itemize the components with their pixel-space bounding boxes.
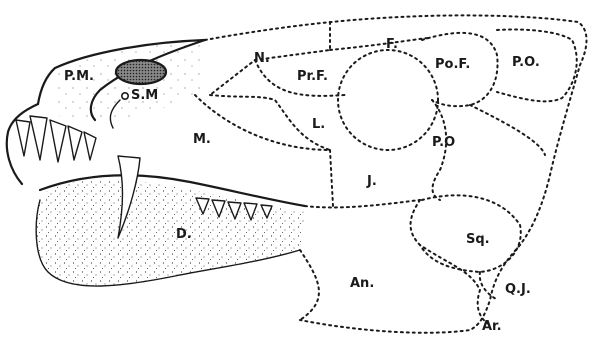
label-maxilla: M. <box>193 132 211 147</box>
label-premaxilla: P.M. <box>64 69 94 84</box>
upper-tooth <box>30 116 47 160</box>
external-naris <box>116 60 166 84</box>
label-prefrontal: Pr.F. <box>297 69 328 84</box>
label-nasal: N. <box>254 51 270 66</box>
upper-tooth <box>50 120 66 162</box>
quadratojugal-suture <box>480 272 498 300</box>
upper-tooth <box>16 120 30 156</box>
maxilla-suture <box>195 95 330 150</box>
label-articular: Ar. <box>482 319 502 334</box>
label-angular: An. <box>350 276 374 291</box>
label-frontal: F. <box>386 37 398 52</box>
label-septomaxilla: S.M <box>131 88 158 103</box>
temporal-bar <box>470 105 545 155</box>
label-postfrontal: Po.F. <box>435 57 470 72</box>
postorbital-lower-outline <box>432 100 446 200</box>
label-dentary: D. <box>176 227 192 242</box>
label-postorbital-lower: P.O <box>432 135 455 150</box>
jugal-front-suture <box>330 150 333 206</box>
upper-tooth <box>84 132 96 160</box>
lower-jaw-outline <box>300 250 319 320</box>
upper-jaw-rear <box>305 200 420 207</box>
label-postorbital-upper: P.O. <box>512 55 540 70</box>
label-quadratojugal: Q.J. <box>505 282 531 297</box>
nasal-frontal-suture <box>210 22 330 95</box>
label-squamosal: Sq. <box>466 232 490 247</box>
orbit <box>338 50 438 150</box>
septomaxilla-foramen <box>122 93 128 99</box>
label-lacrimal: L. <box>312 117 325 132</box>
frontal-suture <box>330 38 428 50</box>
label-jugal: J. <box>366 174 377 189</box>
dentary-bone <box>36 180 305 286</box>
upper-tooth <box>68 126 82 160</box>
